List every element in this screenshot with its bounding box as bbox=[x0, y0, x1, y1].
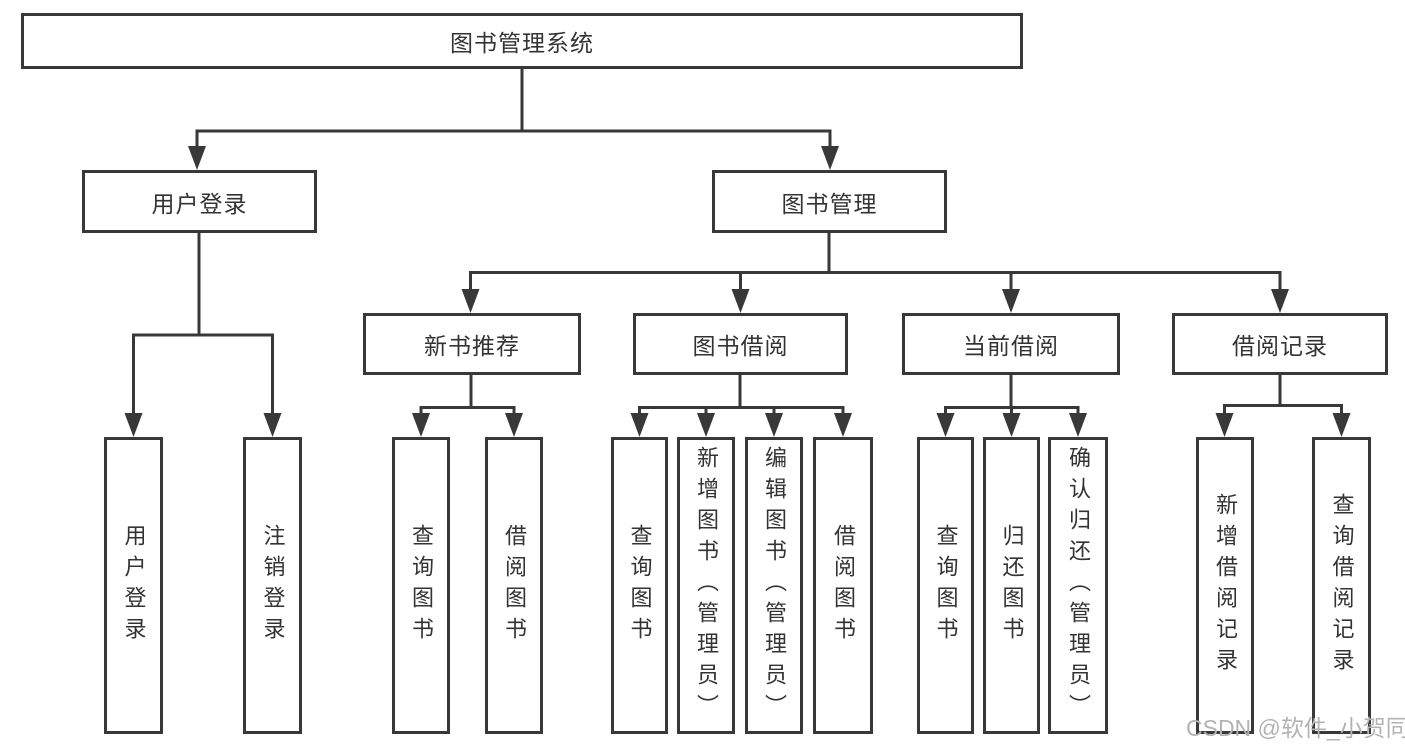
leaf-borrow-books-borrow: 借阅图书 bbox=[813, 437, 873, 734]
node-borrow-records: 借阅记录 bbox=[1172, 313, 1388, 375]
leaf-query-borrow-record-label: 查询借阅记录 bbox=[1329, 492, 1355, 679]
node-root-system-label: 图书管理系统 bbox=[450, 30, 594, 56]
node-book-borrow-label: 图书借阅 bbox=[692, 333, 789, 359]
leaf-logout: 注销登录 bbox=[243, 437, 302, 734]
leaf-return-book: 归还图书 bbox=[983, 437, 1040, 734]
node-new-book-recommend-label: 新书推荐 bbox=[424, 333, 520, 359]
leaf-confirm-return-admin-label: 确认归还（管理员） bbox=[1066, 446, 1091, 725]
leaf-confirm-return-admin: 确认归还（管理员） bbox=[1048, 437, 1108, 734]
leaf-borrow-books-borrow-label: 借阅图书 bbox=[831, 523, 856, 648]
leaf-query-books-current-label: 查询图书 bbox=[933, 523, 959, 648]
leaf-query-books-newbook-label: 查询图书 bbox=[409, 523, 434, 648]
leaf-return-book-label: 归还图书 bbox=[999, 523, 1025, 648]
node-book-management-label: 图书管理 bbox=[781, 190, 878, 217]
connector-new-book-to-children bbox=[412, 375, 523, 437]
connector-root-to-level2 bbox=[188, 69, 839, 170]
watermark-text: CSDN @软件_小贺同学 bbox=[1186, 715, 1405, 741]
node-root-system: 图书管理系统 bbox=[21, 13, 1023, 69]
leaf-user-login: 用户登录 bbox=[104, 437, 163, 734]
connector-borrow-records-to-children bbox=[1215, 375, 1351, 437]
leaf-query-borrow-record: 查询借阅记录 bbox=[1312, 437, 1371, 734]
leaf-query-books-borrow-label: 查询图书 bbox=[627, 523, 653, 648]
leaf-add-borrow-record: 新增借阅记录 bbox=[1196, 437, 1254, 734]
node-current-borrow: 当前借阅 bbox=[902, 313, 1120, 375]
leaf-add-book-admin: 新增图书（管理员） bbox=[677, 437, 735, 734]
node-borrow-records-label: 借阅记录 bbox=[1232, 333, 1328, 359]
node-book-management: 图书管理 bbox=[712, 170, 947, 233]
connector-current-borrow-to-children bbox=[936, 375, 1087, 437]
connector-book-management-to-children bbox=[461, 233, 1289, 313]
leaf-borrow-books-newbook-label: 借阅图书 bbox=[502, 523, 527, 648]
node-user-login: 用户登录 bbox=[82, 170, 317, 233]
leaf-logout-label: 注销登录 bbox=[260, 523, 286, 648]
node-user-login-label: 用户登录 bbox=[151, 190, 248, 217]
node-current-borrow-label: 当前借阅 bbox=[963, 333, 1059, 359]
connector-user-login-to-children bbox=[124, 233, 282, 437]
leaf-borrow-books-newbook: 借阅图书 bbox=[485, 437, 543, 734]
leaf-edit-book-admin-label: 编辑图书（管理员） bbox=[762, 446, 787, 725]
leaf-edit-book-admin: 编辑图书（管理员） bbox=[745, 437, 803, 734]
node-new-book-recommend: 新书推荐 bbox=[363, 313, 581, 375]
leaf-query-books-borrow: 查询图书 bbox=[611, 437, 668, 734]
leaf-add-book-admin-label: 新增图书（管理员） bbox=[694, 446, 719, 725]
connector-book-borrow-to-children bbox=[630, 375, 852, 437]
leaf-query-books-newbook: 查询图书 bbox=[392, 437, 450, 734]
leaf-query-books-current: 查询图书 bbox=[917, 437, 974, 734]
node-book-borrow: 图书借阅 bbox=[633, 313, 848, 375]
leaf-user-login-label: 用户登录 bbox=[121, 523, 147, 648]
leaf-add-borrow-record-label: 新增借阅记录 bbox=[1213, 492, 1238, 679]
